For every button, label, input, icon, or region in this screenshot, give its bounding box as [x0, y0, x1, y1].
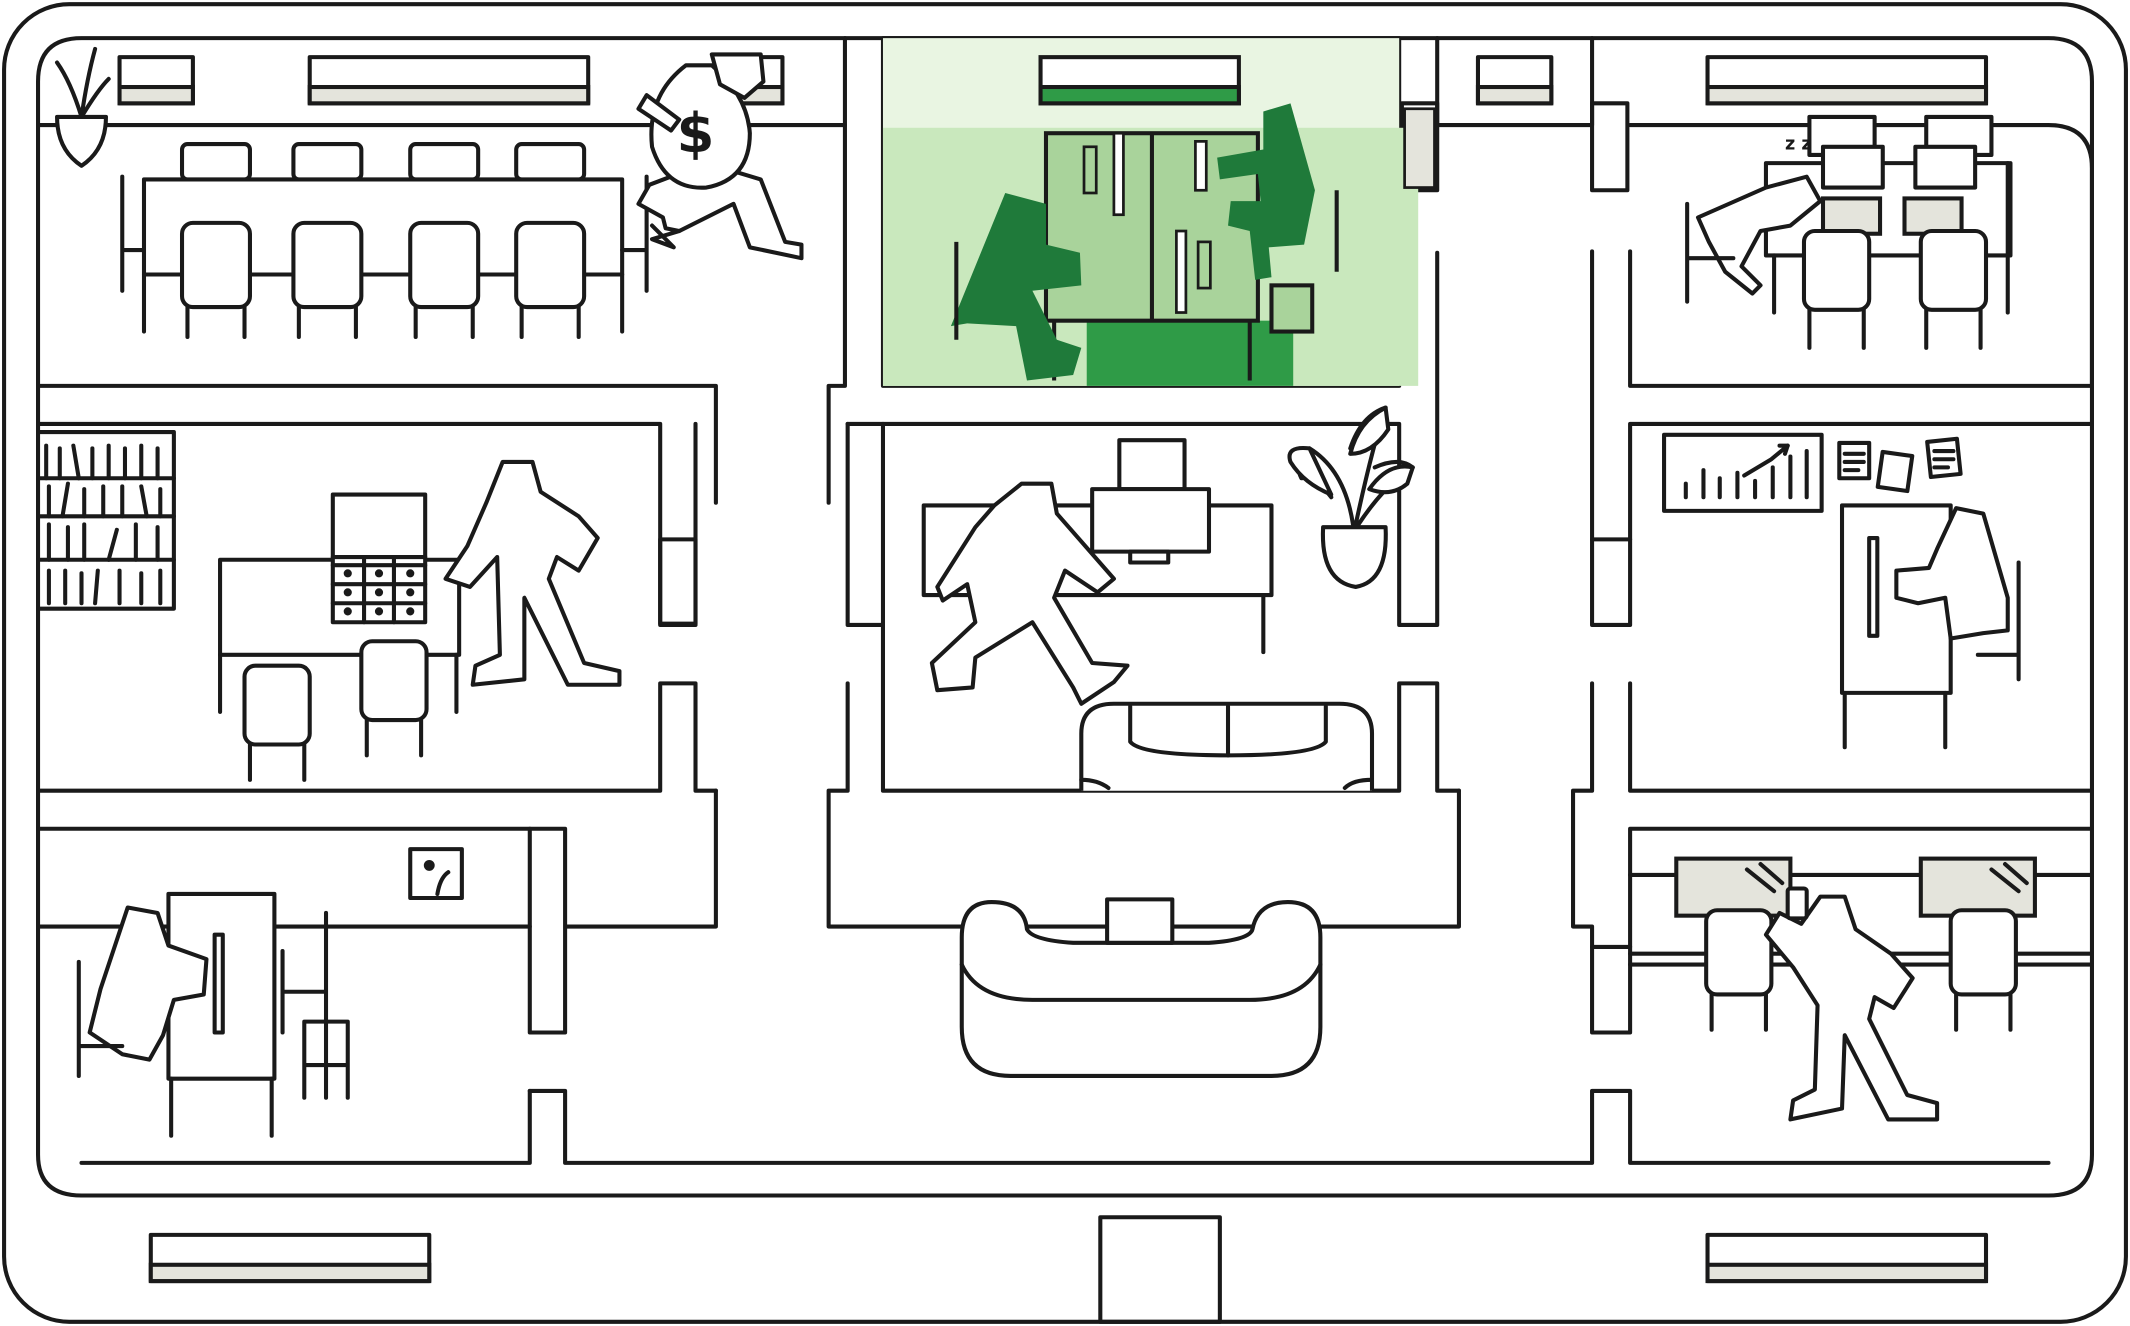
chair — [1704, 908, 1774, 1032]
person-standing — [443, 459, 622, 687]
person-sleeping-at-desk — [1695, 174, 1823, 296]
chair — [1918, 228, 1989, 350]
person-seated-green — [950, 192, 1082, 381]
wall-panels — [117, 55, 1989, 1284]
conference-room: $ — [55, 46, 804, 340]
wall-panel — [117, 55, 195, 106]
sticky-notes — [1837, 436, 1963, 494]
entrance-door — [1098, 1215, 1222, 1324]
chair — [291, 220, 364, 340]
person-seated — [87, 905, 209, 1062]
sleep-zz: z z — [1785, 135, 1812, 155]
laptop-screen — [1820, 196, 1883, 236]
chair — [408, 220, 481, 340]
wall-panel — [148, 1232, 432, 1284]
chair — [514, 142, 587, 182]
person-seated — [1894, 506, 2010, 641]
framed-picture — [408, 847, 464, 901]
dollar-sign-icon: $ — [677, 102, 715, 165]
workstation-room: z z — [1685, 114, 2013, 350]
chair — [291, 142, 364, 182]
lounge-office — [921, 405, 1415, 791]
chair — [179, 220, 252, 340]
chair — [179, 142, 252, 182]
monitor — [1807, 114, 1885, 190]
wall-panel — [1705, 55, 1989, 106]
library-office — [35, 430, 622, 782]
highlighted-meeting-room — [882, 38, 1436, 386]
chair — [514, 220, 587, 340]
reception-sofa — [959, 897, 1323, 1078]
person-using-phone — [1763, 894, 1940, 1122]
storage-cabinet — [330, 492, 428, 625]
phone-icon — [1785, 886, 1809, 921]
wall-panel — [1705, 1232, 1989, 1284]
window — [1674, 856, 1793, 918]
chair — [359, 639, 429, 758]
chair — [1948, 908, 2018, 1032]
chair — [408, 142, 481, 182]
person-walking — [929, 481, 1130, 706]
wall-panel — [307, 55, 591, 106]
chair — [302, 1019, 350, 1100]
person-carrying-money-bag: $ — [636, 52, 804, 261]
window — [1918, 856, 2037, 918]
laptop-screen — [1902, 196, 1964, 236]
bottom-left-office — [76, 847, 464, 1138]
sofa — [1079, 701, 1375, 791]
computer-monitor — [1090, 438, 1212, 565]
chart-board — [1662, 432, 1824, 513]
monitor — [1913, 114, 1994, 190]
potted-plant — [55, 46, 111, 168]
bottom-right-office — [1628, 856, 2095, 1122]
analytics-office — [1662, 432, 2021, 750]
wall-panel — [1475, 55, 1554, 106]
potted-plant — [1287, 405, 1415, 589]
chair — [1269, 283, 1315, 334]
person-seated-green — [1217, 103, 1315, 280]
chair — [242, 663, 312, 782]
room-walls — [35, 36, 2095, 1324]
bookshelf — [35, 430, 176, 611]
chair — [1801, 228, 1872, 350]
